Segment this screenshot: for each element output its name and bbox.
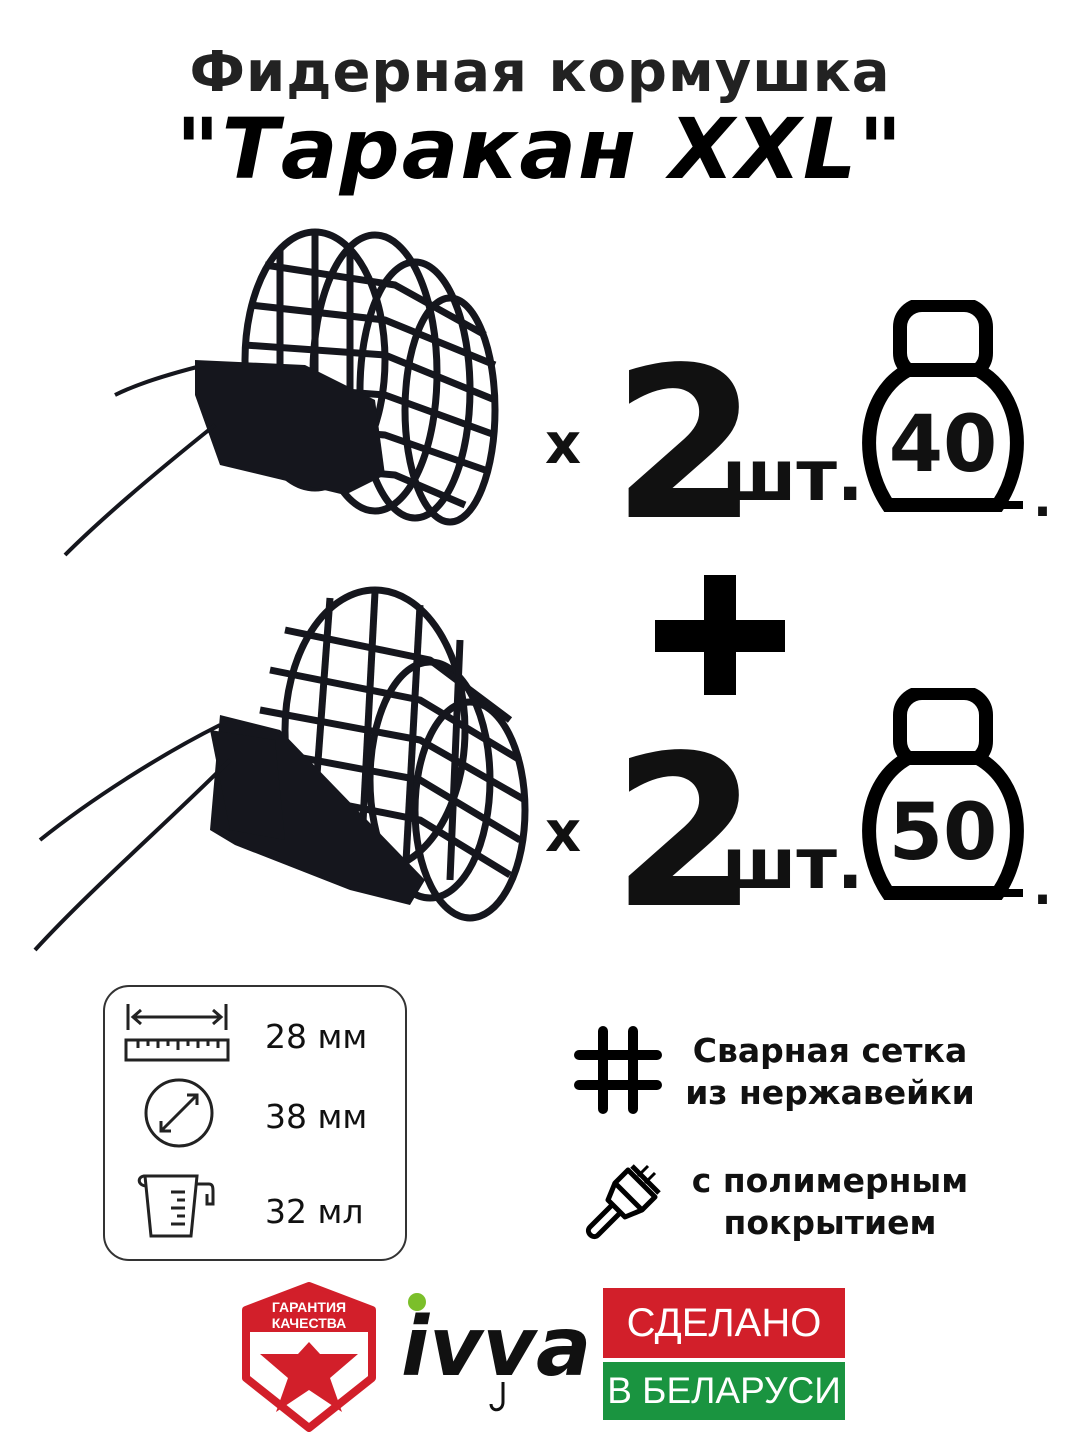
paintbrush-icon	[585, 1164, 661, 1240]
unit-1: шт.	[722, 435, 864, 517]
weight-value-50: 50	[888, 788, 998, 878]
count-2: 2	[612, 710, 759, 955]
badge-line-1: ГАРАНТИЯ	[272, 1299, 346, 1315]
spec-volume: 32 мл	[265, 1192, 364, 1231]
diameter-icon	[144, 1078, 214, 1148]
title-line-1: Фидерная кормушка	[189, 40, 891, 105]
feature-coating-line-2: покрытием	[723, 1203, 937, 1242]
dot-1: .	[1033, 470, 1052, 528]
plus-icon	[655, 575, 785, 695]
title-line-2: "Таракан XXL"	[175, 100, 905, 198]
multiplier-x-1: x	[545, 412, 582, 477]
brand-name: ivva	[401, 1300, 591, 1395]
kettlebell-icon-50: 50	[858, 686, 1028, 903]
feature-mesh-text: Сварная сетка из нержавейки	[670, 1030, 990, 1114]
brand-logo: ivva	[395, 1290, 595, 1420]
made-in-line-1: СДЕЛАНО	[603, 1288, 845, 1358]
made-in-line-2: В БЕЛАРУСИ	[603, 1362, 845, 1420]
grid-icon	[574, 1026, 662, 1114]
kettlebell-icon-40: 40	[858, 298, 1028, 515]
feeder-image-40g	[63, 228, 499, 557]
feature-mesh-line-1: Сварная сетка	[692, 1031, 968, 1070]
badge-line-2: КАЧЕСТВА	[272, 1315, 347, 1331]
specs-panel: 28 мм 38 мм 32 мл	[103, 985, 407, 1261]
feature-mesh-line-2: из нержавейки	[685, 1073, 975, 1112]
dot-2: .	[1033, 858, 1052, 916]
multiplier-x-2: x	[545, 800, 582, 865]
ruler-icon	[124, 1004, 230, 1062]
feeder-image-50g	[33, 586, 529, 952]
measuring-cup-icon	[137, 1174, 215, 1238]
weight-value-40: 40	[888, 400, 998, 490]
quality-guarantee-badge: ГАРАНТИЯ КАЧЕСТВА	[242, 1282, 376, 1432]
unit-2: шт.	[722, 823, 864, 905]
feature-coating-text: с полимерным покрытием	[670, 1160, 990, 1244]
feature-coating-line-1: с полимерным	[691, 1161, 969, 1200]
spec-length: 28 мм	[265, 1017, 368, 1056]
spec-diameter: 38 мм	[265, 1097, 368, 1136]
count-1: 2	[612, 322, 759, 567]
